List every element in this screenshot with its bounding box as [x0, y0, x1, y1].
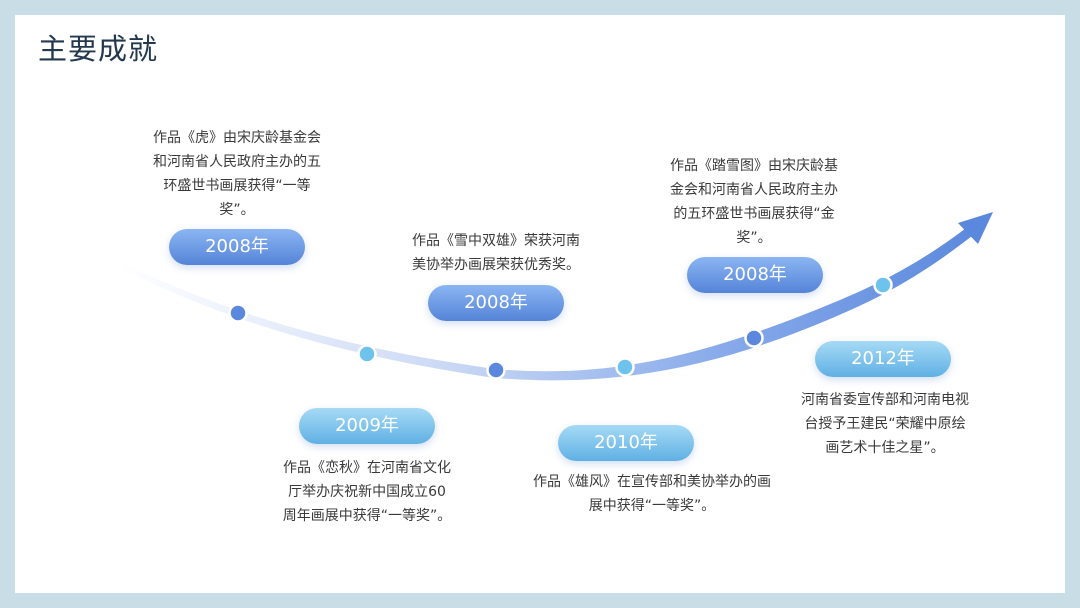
milestone-3-year-badge: 2008年 [428, 285, 564, 321]
milestone-3-text: 作品《雪中双雄》荣获河南 美协举办画展荣获优秀奖。 [412, 233, 580, 273]
timeline-dot-5 [744, 328, 764, 348]
milestone-6-text: 河南省委宣传部和河南电视 台授予王建民“荣耀中原绘 画艺术十佳之星”。 [801, 392, 969, 456]
milestone-1-year-badge: 2008年 [169, 229, 305, 265]
timeline-dot-1 [228, 303, 248, 323]
milestone-6-year-badge: 2012年 [815, 341, 951, 377]
timeline-dot-6 [873, 275, 893, 295]
timeline-dot-4 [615, 357, 635, 377]
milestone-5-text: 作品《踏雪图》由宋庆龄基 金会和河南省人民政府主办 的五环盛世书画展获得“金 奖… [670, 158, 838, 246]
page-title: 主要成就 [38, 32, 159, 66]
milestone-4-text: 作品《雄风》在宣传部和美协举办的画 展中获得“一等奖”。 [533, 474, 771, 514]
milestone-4-year-badge: 2010年 [558, 425, 694, 461]
timeline-arrow-icon [958, 212, 993, 244]
milestone-2-year-badge: 2009年 [299, 408, 435, 444]
milestone-2-text: 作品《恋秋》在河南省文化 厅举办庆祝新中国成立60 周年画展中获得“一等奖”。 [282, 460, 452, 524]
milestone-5-year-badge: 2008年 [687, 257, 823, 293]
timeline-dot-3 [486, 360, 506, 380]
timeline-dot-2 [357, 344, 377, 364]
milestone-1-text: 作品《虎》由宋庆龄基金会 和河南省人民政府主办的五 环盛世书画展获得“一等 奖”… [153, 130, 321, 218]
